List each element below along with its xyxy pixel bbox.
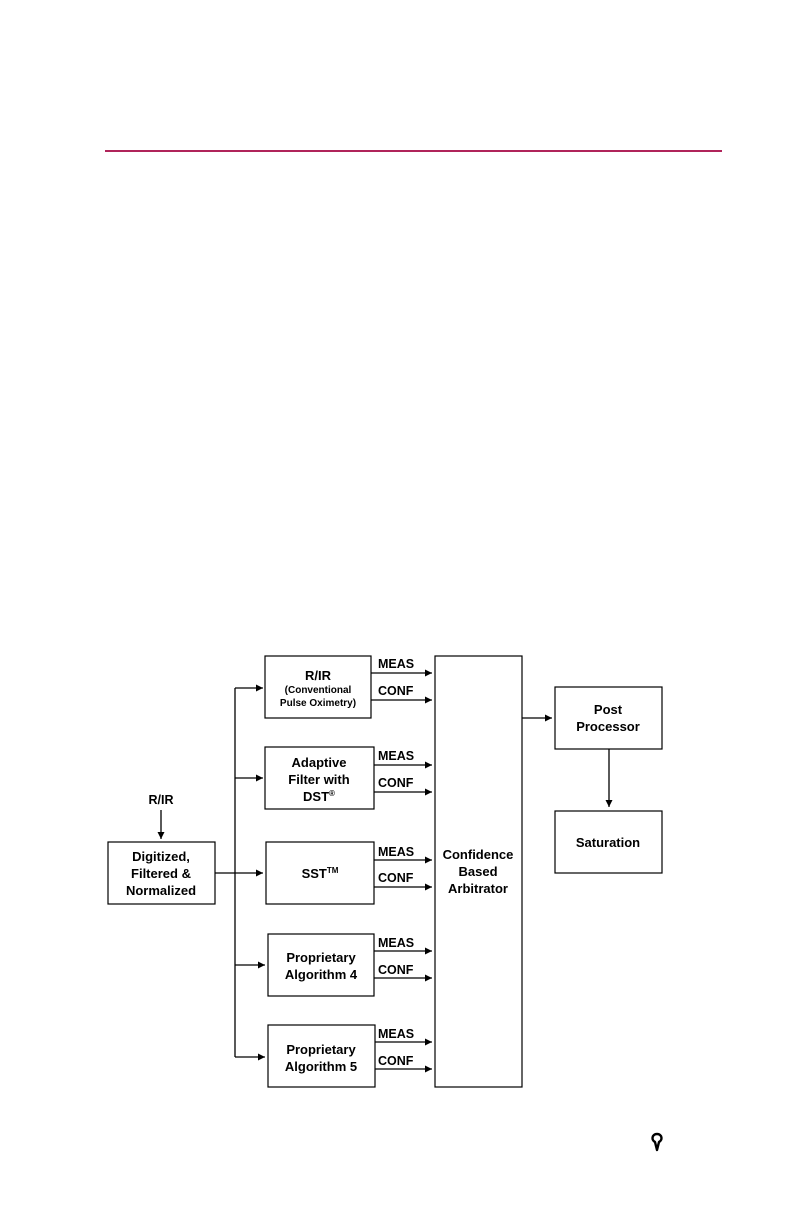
meas-label: MEAS — [378, 845, 414, 859]
conf-label: CONF — [378, 963, 414, 977]
nellcor-logo-icon — [646, 1131, 668, 1153]
algorithm-5-block: Proprietary Algorithm 5 — [268, 1025, 375, 1087]
arbitrator-block: Confidence Based Arbitrator — [435, 656, 522, 1087]
preprocess-block: Digitized, Filtered & Normalized — [108, 842, 215, 904]
preprocess-line-3: Normalized — [126, 883, 196, 898]
algorithm-5-line-1: Proprietary — [286, 1042, 356, 1057]
algorithm-4-line-1: Proprietary — [286, 950, 356, 965]
meas-label: MEAS — [378, 936, 414, 950]
preprocess-line-2: Filtered & — [131, 866, 191, 881]
meas-label: MEAS — [378, 657, 414, 671]
arbitrator-line-1: Confidence — [443, 847, 514, 862]
post-processor-line-2: Processor — [576, 719, 640, 734]
algorithm-rir-title: R/IR — [305, 668, 332, 683]
conf-label: CONF — [378, 871, 414, 885]
arbitrator-line-3: Arbitrator — [448, 881, 508, 896]
algorithm-4-line-2: Algorithm 4 — [285, 967, 358, 982]
meas-label: MEAS — [378, 749, 414, 763]
algorithm-rir-sub-1: (Conventional — [285, 685, 352, 696]
post-processor-block: Post Processor — [555, 687, 662, 749]
algorithm-adaptive-line-1: Adaptive — [292, 755, 347, 770]
algorithm-4-block: Proprietary Algorithm 4 — [268, 934, 374, 996]
saturation-block: Saturation — [555, 811, 662, 873]
arbitrator-line-2: Based — [458, 864, 497, 879]
registered-mark: ® — [329, 789, 335, 798]
algorithm-sst-block: SSTTM — [266, 842, 374, 904]
algorithm-sst-title: SST — [302, 866, 327, 881]
trademark-mark: TM — [327, 866, 339, 875]
saturation-label: Saturation — [576, 835, 640, 850]
algorithm-5-line-2: Algorithm 5 — [285, 1059, 357, 1074]
preprocess-line-1: Digitized, — [132, 849, 190, 864]
algorithm-adaptive-line-2: Filter with — [288, 772, 349, 787]
algorithm-sst-outputs: MEAS CONF — [374, 845, 432, 887]
algorithm-rir-block: R/IR (Conventional Pulse Oximetry) — [265, 656, 371, 718]
algorithm-adaptive-block: Adaptive Filter with DST® — [265, 747, 374, 809]
post-processor-line-1: Post — [594, 702, 623, 717]
algorithm-5-outputs: MEAS CONF — [375, 1027, 432, 1069]
algorithm-rir-outputs: MEAS CONF — [371, 657, 432, 700]
conf-label: CONF — [378, 776, 414, 790]
input-label: R/IR — [149, 793, 174, 807]
conf-label: CONF — [378, 1054, 414, 1068]
algorithm-adaptive-outputs: MEAS CONF — [374, 749, 432, 792]
algorithm-rir-sub-2: Pulse Oximetry) — [280, 698, 356, 709]
algorithm-4-outputs: MEAS CONF — [374, 936, 432, 978]
conf-label: CONF — [378, 684, 414, 698]
algorithm-adaptive-dst: DST — [303, 789, 329, 804]
meas-label: MEAS — [378, 1027, 414, 1041]
